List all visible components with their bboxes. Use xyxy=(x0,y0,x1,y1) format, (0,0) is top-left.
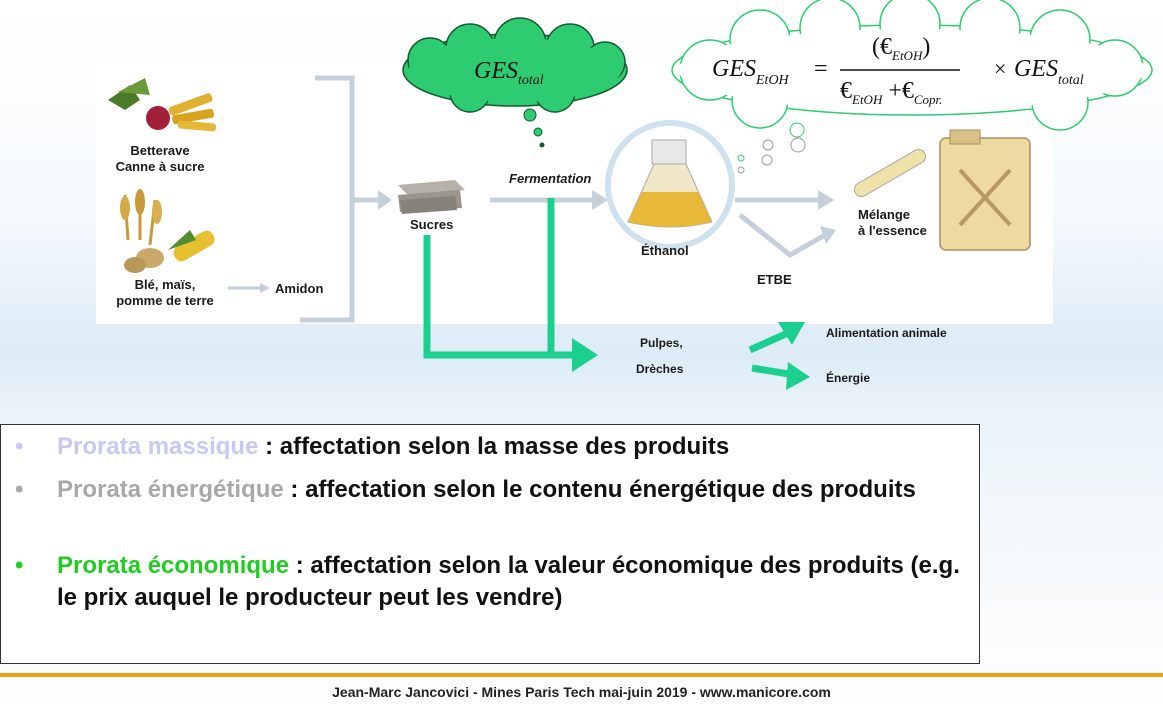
bullet-dot: • xyxy=(15,552,24,579)
green-arrow-alimentation-head xyxy=(778,322,805,345)
ethanol-label: Éthanol xyxy=(641,243,689,258)
fermentation-label: Fermentation xyxy=(509,171,592,186)
ges-total-text: GEStotal xyxy=(474,58,544,88)
arrow-etbe xyxy=(738,213,827,259)
green-arrow-head xyxy=(572,338,598,372)
bullet-list-box: • Prorata massique : affectation selon l… xyxy=(0,424,980,664)
bullet-dot: • xyxy=(15,476,24,503)
alimentation-label: Alimentation animale xyxy=(826,326,947,340)
bullet-term: Prorata massique xyxy=(57,433,259,460)
arrow-to-sucres-head xyxy=(378,190,392,210)
formula-lhs: GESEtOH xyxy=(712,56,789,88)
arrow-fermentation-head xyxy=(592,190,608,210)
crop-grain-potato-label: Blé, maïs, pomme de terre xyxy=(116,277,214,308)
footer-credit: Jean-Marc Jancovici - Mines Paris Tech m… xyxy=(332,684,831,700)
arrow-to-amidon-head xyxy=(260,283,270,293)
bullet-term: Prorata économique xyxy=(57,552,290,579)
sugar-cubes-icon xyxy=(398,180,465,214)
arrow-to-melange-head xyxy=(818,190,834,210)
amidon-label: Amidon xyxy=(275,281,324,296)
jerrycan-icon xyxy=(939,129,1031,251)
formula-equals: = xyxy=(814,56,828,82)
green-arrow-energie-head xyxy=(786,362,810,390)
energie-label: Énergie xyxy=(826,371,871,385)
dreches-label: Drèches xyxy=(636,362,684,376)
green-arrow-sucres xyxy=(423,235,575,359)
formula-rhs: GEStotal xyxy=(1014,56,1084,88)
beet-cane-icon xyxy=(108,78,217,132)
etbe-label: ETBE xyxy=(757,272,792,287)
green-arrow-alimentation xyxy=(748,328,792,354)
formula-cloud xyxy=(671,0,1153,174)
formula-denominator: €EtOH +€Copr. xyxy=(840,78,943,107)
formula-times: × xyxy=(994,56,1007,81)
arrow-etbe-head xyxy=(820,226,836,244)
bullet-term: Prorata énergétique xyxy=(57,476,284,503)
bullet-dot: • xyxy=(15,433,24,460)
melange-label: Mélange à l'essence xyxy=(858,207,927,238)
bullet-text: : affectation selon le contenu énergétiq… xyxy=(283,476,916,503)
bullet-text: : affectation selon la valeur économique… xyxy=(57,552,960,611)
sucres-label: Sucres xyxy=(410,217,454,232)
ethanol-flask-icon xyxy=(605,120,735,250)
footer-divider xyxy=(0,673,1163,677)
crop-beet-cane-label: Betterave Canne à sucre xyxy=(115,143,205,174)
test-tube-icon xyxy=(853,149,927,197)
pulpes-label: Pulpes, xyxy=(640,336,683,350)
grain-potato-icon xyxy=(120,189,215,273)
bullet-text: : affectation selon la masse des produit… xyxy=(258,433,730,460)
ges-total-cloud xyxy=(402,17,628,148)
formula-numerator: (€EtOH) xyxy=(872,34,931,63)
